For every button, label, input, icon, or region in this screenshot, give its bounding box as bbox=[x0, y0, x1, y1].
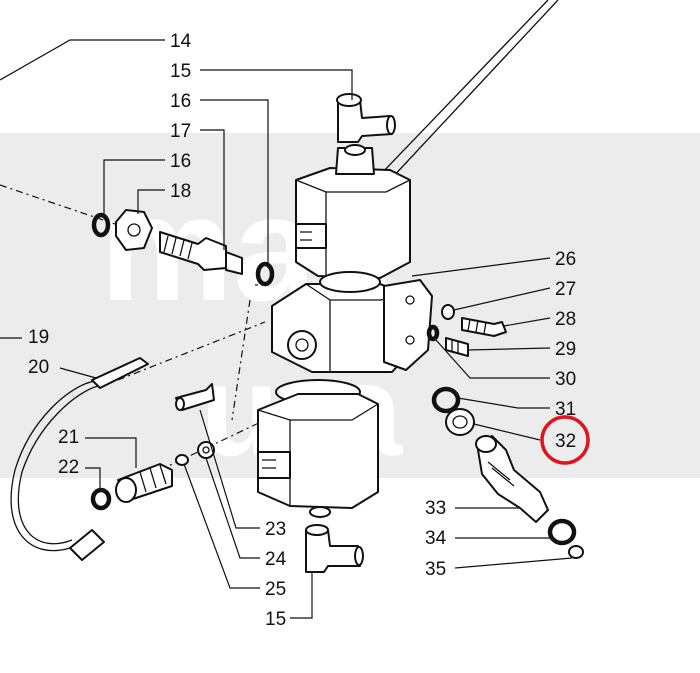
label-19: 19 bbox=[28, 327, 49, 348]
label-28: 28 bbox=[555, 309, 576, 330]
right-small-parts bbox=[426, 304, 507, 357]
label-33: 33 bbox=[425, 498, 446, 519]
label-20: 20 bbox=[28, 357, 49, 378]
label-25: 25 bbox=[265, 579, 286, 600]
label-15-top: 15 bbox=[170, 61, 191, 82]
top-elbow-fitting bbox=[336, 93, 396, 143]
lower-left-parts bbox=[10, 357, 215, 561]
label-26: 26 bbox=[555, 249, 576, 270]
label-17: 17 bbox=[170, 121, 191, 142]
label-31: 31 bbox=[555, 399, 576, 420]
label-16-top: 16 bbox=[170, 91, 191, 112]
label-34: 34 bbox=[425, 528, 447, 549]
label-16-second: 16 bbox=[170, 151, 191, 172]
label-14: 14 bbox=[170, 31, 192, 52]
label-27: 27 bbox=[555, 279, 576, 300]
label-32: 32 bbox=[555, 431, 576, 452]
bottom-elbow-fitting bbox=[305, 524, 364, 573]
label-30: 30 bbox=[555, 369, 576, 390]
lower-solenoid-coil bbox=[257, 379, 379, 518]
label-18: 18 bbox=[170, 181, 191, 202]
label-15-bottom: 15 bbox=[265, 609, 286, 630]
valve-body bbox=[271, 271, 433, 373]
upper-tubes bbox=[0, 0, 559, 181]
leader-lines bbox=[0, 69, 573, 619]
label-29: 29 bbox=[555, 339, 576, 360]
part-labels: 14 15 16 17 16 18 26 27 28 29 19 20 30 3… bbox=[28, 31, 576, 630]
label-22: 22 bbox=[58, 457, 79, 478]
upper-solenoid-coil bbox=[295, 144, 411, 279]
highlight-circle bbox=[540, 415, 590, 465]
label-23: 23 bbox=[265, 519, 286, 540]
left-fitting-assembly bbox=[91, 209, 275, 287]
label-21: 21 bbox=[58, 427, 79, 448]
label-24: 24 bbox=[265, 549, 287, 570]
outlet-parts bbox=[431, 386, 584, 559]
label-35: 35 bbox=[425, 559, 446, 580]
